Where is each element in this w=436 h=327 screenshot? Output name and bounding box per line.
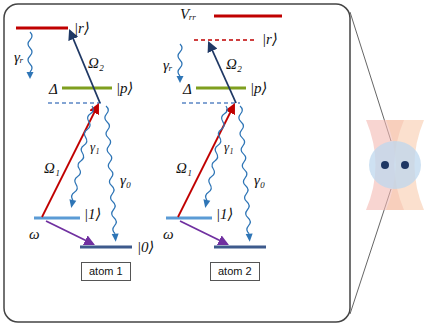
level-label: Ω₂ bbox=[88, 55, 104, 71]
level-label: γ₁ bbox=[224, 139, 234, 155]
decay-wave bbox=[237, 106, 254, 242]
atom-dot bbox=[381, 161, 389, 169]
virtual-level bbox=[182, 102, 240, 104]
omega-arrow bbox=[180, 221, 227, 244]
level-label: |0⟩ bbox=[137, 239, 154, 255]
blockade-sphere bbox=[369, 141, 421, 189]
atom-box: atom 2 bbox=[210, 262, 260, 281]
level-1 bbox=[166, 217, 212, 220]
level-label: γ₁ bbox=[90, 139, 100, 155]
p-level bbox=[62, 87, 112, 90]
level-label: γᵣ bbox=[163, 57, 173, 73]
level-0 bbox=[214, 246, 266, 249]
decay-wave bbox=[177, 44, 184, 83]
level-label: Δ bbox=[49, 81, 58, 97]
level-label: ω bbox=[29, 226, 40, 242]
rydberg-level bbox=[214, 15, 282, 18]
level-label: Δ bbox=[183, 81, 192, 97]
level-label: |1⟩ bbox=[84, 206, 101, 222]
level-label: |1⟩ bbox=[216, 206, 233, 222]
atom-box: atom 1 bbox=[81, 262, 131, 281]
decay-wave bbox=[27, 32, 34, 79]
level-0 bbox=[80, 246, 132, 249]
level-label: Ω₁ bbox=[44, 160, 60, 176]
level-1 bbox=[34, 217, 80, 220]
level-label: γ₀ bbox=[254, 172, 265, 188]
virtual-level bbox=[48, 102, 104, 104]
decay-wave bbox=[202, 105, 230, 208]
level-label: ω bbox=[163, 226, 174, 242]
atom-label: atom 2 bbox=[218, 265, 252, 278]
level-label: |p⟩ bbox=[250, 80, 267, 96]
frame bbox=[4, 4, 350, 322]
p-level bbox=[196, 87, 246, 90]
level-label: |p⟩ bbox=[116, 80, 133, 96]
decay-wave bbox=[103, 106, 120, 242]
level-label: γ₀ bbox=[120, 172, 131, 188]
level-label: Vᵣᵣ bbox=[180, 6, 197, 22]
omega2-arrow bbox=[209, 43, 236, 103]
decay-wave bbox=[68, 105, 96, 208]
omega-arrow bbox=[46, 221, 93, 244]
level-label: Ω₂ bbox=[226, 56, 242, 72]
level-label: γᵣ bbox=[14, 49, 24, 65]
atom-label: atom 1 bbox=[89, 265, 123, 278]
atom-dot bbox=[401, 161, 409, 169]
level-label: Ω₁ bbox=[176, 160, 192, 176]
level-label: |r⟩ bbox=[262, 31, 278, 47]
rydberg-level bbox=[16, 27, 68, 30]
shifted-level bbox=[194, 39, 256, 41]
omega1-arrow bbox=[42, 105, 98, 217]
level-label: |r⟩ bbox=[74, 20, 90, 36]
